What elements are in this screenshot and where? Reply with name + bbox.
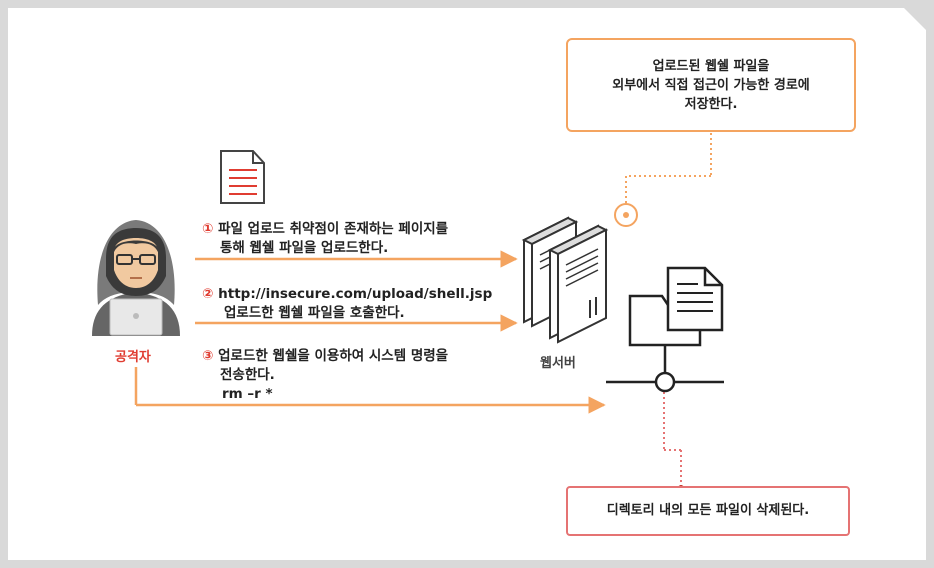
step1-number: ① — [202, 221, 214, 237]
attacker-label: 공격자 — [115, 350, 151, 365]
step3-arrow — [134, 367, 606, 414]
step3-text: ③ 업로드한 웹쉘을 이용하여 시스템 명령을 전송한다. rm –r * — [202, 347, 448, 404]
server-icon — [521, 216, 609, 344]
step3-number: ③ — [202, 348, 214, 364]
document-icon — [220, 150, 265, 204]
hacker-icon — [92, 220, 180, 336]
step1-line1: 파일 업로드 취약점이 존재하는 페이지를 — [218, 221, 449, 237]
step3-command: rm –r * — [222, 386, 273, 402]
network-folder-icon — [606, 266, 724, 393]
step1-line2: 통해 웹쉘 파일을 업로드한다. — [220, 240, 389, 256]
step2-number: ② — [202, 286, 214, 302]
step1-text: ① 파일 업로드 취약점이 존재하는 페이지를 통해 웹쉘 파일을 업로드한다. — [202, 220, 448, 258]
note-upload-line2: 외부에서 직접 접근이 가능한 경로에 — [612, 78, 810, 93]
step3-line2: 전송한다. — [220, 367, 275, 383]
note-upload-path: 업로드된 웹쉘 파일을 외부에서 직접 접근이 가능한 경로에 저장한다. — [566, 38, 856, 132]
top-note-connector — [614, 133, 712, 227]
page-fold — [904, 8, 926, 30]
note-upload-line1: 업로드된 웹쉘 파일을 — [652, 59, 770, 74]
step2-url: http://insecure.com/upload/shell.jsp — [218, 286, 493, 302]
bottom-note-connector — [663, 392, 684, 491]
note-files-deleted: 디렉토리 내의 모든 파일이 삭제된다. — [566, 486, 850, 536]
step2-line2: 업로드한 웹쉘 파일을 호출한다. — [224, 305, 405, 321]
note-upload-line3: 저장한다. — [684, 97, 738, 112]
step2-text: ② http://insecure.com/upload/shell.jsp 업… — [202, 285, 492, 323]
step3-line1: 업로드한 웹쉘을 이용하여 시스템 명령을 — [218, 348, 449, 364]
webserver-label: 웹서버 — [540, 356, 576, 371]
